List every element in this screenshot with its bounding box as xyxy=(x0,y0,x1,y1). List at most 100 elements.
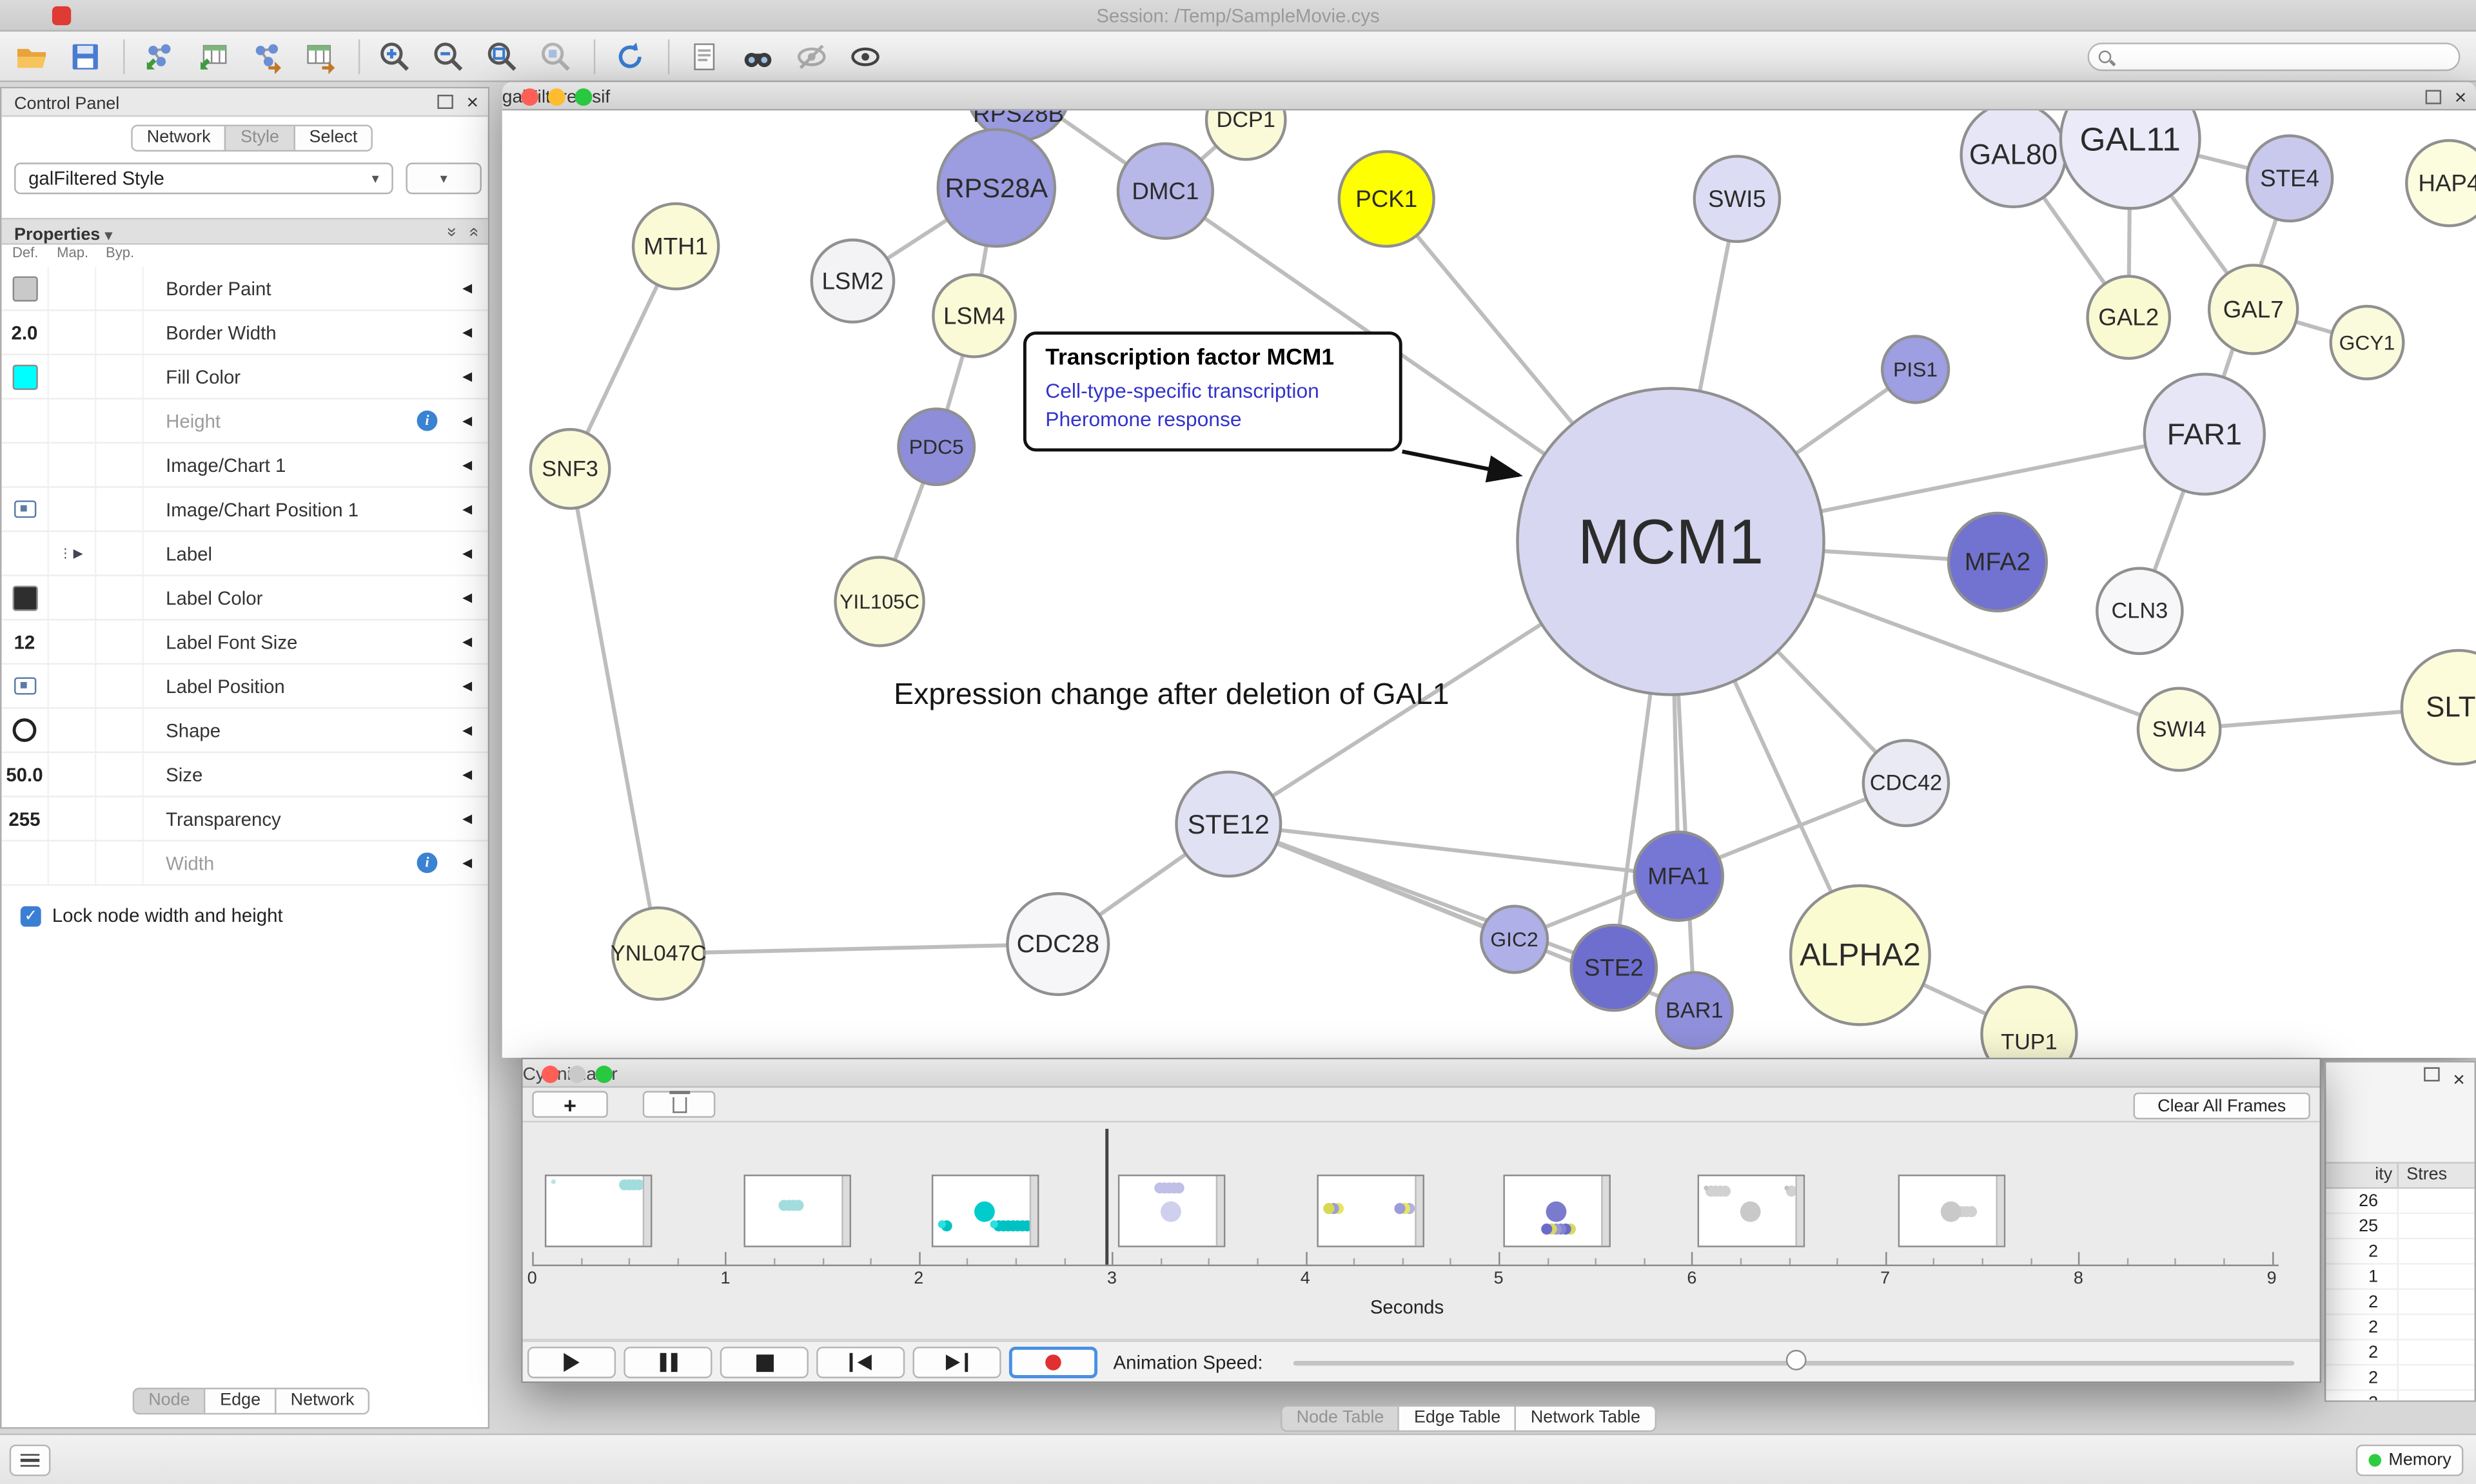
memory-button[interactable]: Memory xyxy=(2355,1444,2464,1476)
expand-row-icon[interactable]: ◀ xyxy=(462,280,473,295)
skip-to-end-button[interactable] xyxy=(912,1346,1001,1378)
expand-row-icon[interactable]: ◀ xyxy=(462,723,473,737)
float-window-icon[interactable] xyxy=(2424,1067,2441,1082)
property-row[interactable]: Label Color◀ xyxy=(1,576,488,621)
position-icon[interactable] xyxy=(13,500,36,518)
zoom-in-button[interactable] xyxy=(373,34,417,79)
def-cell[interactable] xyxy=(1,576,49,620)
def-cell[interactable]: 12 xyxy=(1,620,49,663)
network-node[interactable]: LSM4 xyxy=(932,273,1017,358)
frame-thumbnail[interactable] xyxy=(1697,1175,1805,1247)
expand-row-icon[interactable]: ◀ xyxy=(462,634,473,649)
maximize-traffic-light[interactable] xyxy=(595,1066,613,1084)
default-value[interactable]: 255 xyxy=(8,807,41,830)
table-row[interactable]: 25 xyxy=(2326,1214,2475,1240)
zoom-out-button[interactable] xyxy=(426,34,471,79)
network-node[interactable]: LSM2 xyxy=(810,239,896,324)
expand-row-icon[interactable]: ◀ xyxy=(462,413,473,428)
expand-row-icon[interactable]: ◀ xyxy=(462,855,473,870)
column-header[interactable]: Stres xyxy=(2406,1165,2448,1184)
panel-menu-button[interactable] xyxy=(9,1444,51,1476)
property-row[interactable]: Image/Chart 1◀ xyxy=(1,444,488,488)
map-cell[interactable] xyxy=(49,797,97,840)
byp-cell[interactable] xyxy=(96,797,144,840)
network-node[interactable]: HAP4 xyxy=(2405,139,2476,228)
table-row[interactable]: 2 xyxy=(2326,1391,2474,1401)
network-node[interactable]: SWI5 xyxy=(1693,155,1782,243)
table-row[interactable]: 2 xyxy=(2326,1239,2475,1265)
property-row[interactable]: Label Position◀ xyxy=(1,665,488,709)
color-swatch[interactable] xyxy=(12,364,37,389)
property-row[interactable]: Border Paint◀ xyxy=(1,266,488,311)
playhead[interactable] xyxy=(1105,1129,1109,1265)
annotation-box[interactable]: Transcription factor MCM1 Cell-type-spec… xyxy=(1023,331,1402,453)
def-cell[interactable] xyxy=(1,708,49,752)
def-cell[interactable] xyxy=(1,532,49,575)
default-value[interactable]: 50.0 xyxy=(6,763,43,786)
network-node[interactable]: STE4 xyxy=(2245,134,2334,223)
add-frame-button[interactable]: + xyxy=(532,1091,608,1118)
import-table-button[interactable] xyxy=(191,34,235,79)
close-traffic-light[interactable] xyxy=(521,88,539,106)
show-all-button[interactable] xyxy=(843,34,888,79)
byp-cell[interactable] xyxy=(96,532,144,575)
expand-row-icon[interactable]: ◀ xyxy=(462,767,473,782)
expand-all-icon[interactable]: » xyxy=(442,227,461,237)
network-node[interactable]: CLN3 xyxy=(2096,567,2184,656)
import-network-button[interactable] xyxy=(137,34,182,79)
hide-selected-button[interactable] xyxy=(789,34,834,79)
def-cell[interactable] xyxy=(1,841,49,884)
frame-thumbnail[interactable] xyxy=(1898,1175,2006,1247)
slider-thumb[interactable] xyxy=(1785,1349,1807,1371)
minimize-traffic-light[interactable] xyxy=(547,88,565,106)
style-options-button[interactable]: ▾ xyxy=(406,162,482,195)
tab-network[interactable]: Network xyxy=(131,124,227,152)
network-node[interactable]: STE2 xyxy=(1569,923,1658,1012)
byp-cell[interactable] xyxy=(96,311,144,354)
expand-row-icon[interactable]: ◀ xyxy=(462,679,473,694)
float-window-icon[interactable] xyxy=(2426,89,2442,104)
delete-frame-button[interactable] xyxy=(642,1091,716,1118)
network-node[interactable]: RPS28A xyxy=(936,128,1057,248)
zoom-selected-button[interactable] xyxy=(534,34,578,79)
byp-cell[interactable] xyxy=(96,620,144,663)
byp-cell[interactable] xyxy=(96,753,144,796)
info-icon[interactable]: i xyxy=(417,852,438,874)
open-session-button[interactable] xyxy=(10,34,54,79)
default-value[interactable]: 12 xyxy=(14,630,35,653)
lock-size-row[interactable]: ✓ Lock node width and height xyxy=(20,904,283,927)
close-traffic-light[interactable] xyxy=(542,1066,559,1084)
map-cell[interactable] xyxy=(49,311,97,354)
network-node[interactable]: GIC2 xyxy=(1479,904,1549,974)
network-node[interactable]: STE12 xyxy=(1175,770,1282,878)
annotation-link[interactable]: Pheromone response xyxy=(1045,407,1242,432)
network-node[interactable]: GAL11 xyxy=(2059,110,2201,210)
network-node[interactable]: MFA2 xyxy=(1947,511,2049,612)
pause-button[interactable] xyxy=(624,1346,712,1378)
tab-select[interactable]: Select xyxy=(293,124,373,152)
map-cell[interactable] xyxy=(49,399,97,442)
frame-thumbnail[interactable] xyxy=(931,1175,1039,1247)
expand-row-icon[interactable]: ◀ xyxy=(462,811,473,826)
default-value[interactable]: 2.0 xyxy=(11,321,38,344)
export-table-button[interactable] xyxy=(299,34,343,79)
close-icon[interactable]: × xyxy=(466,90,479,114)
network-node[interactable]: CDC28 xyxy=(1006,892,1110,997)
byp-cell[interactable] xyxy=(96,444,144,487)
mapping-icon[interactable]: ⋮▶ xyxy=(59,546,85,561)
tab-edge[interactable]: Edge xyxy=(204,1387,277,1415)
property-row[interactable]: Shape◀ xyxy=(1,708,488,754)
byp-cell[interactable] xyxy=(96,399,144,442)
minimize-traffic-light[interactable] xyxy=(568,1066,586,1084)
byp-cell[interactable] xyxy=(96,355,144,398)
tab-style[interactable]: Style xyxy=(224,124,295,152)
table-row[interactable]: 1 xyxy=(2326,1264,2475,1290)
network-node[interactable]: PDC5 xyxy=(897,407,976,487)
def-cell[interactable]: 2.0 xyxy=(1,311,49,354)
search-box[interactable] xyxy=(2087,43,2461,72)
tab-edge-table[interactable]: Edge Table xyxy=(1398,1405,1517,1432)
network-node[interactable]: DCP1 xyxy=(1204,110,1287,161)
map-cell[interactable]: ⋮▶ xyxy=(49,532,97,575)
network-node[interactable]: MCM1 xyxy=(1516,387,1825,696)
